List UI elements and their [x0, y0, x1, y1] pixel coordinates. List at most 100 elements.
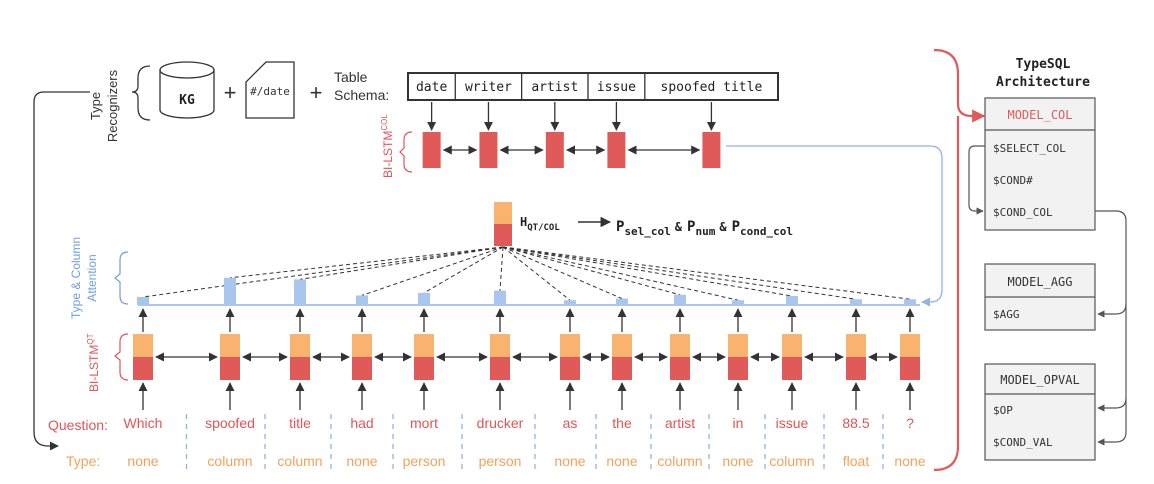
amp-1: & — [675, 220, 683, 234]
question-lstm-cell-bottom-11 — [846, 357, 866, 380]
svg-text:BI-LSTMCOL: BI-LSTMCOL — [380, 114, 395, 178]
h-label: H — [520, 215, 527, 229]
question-lstm-cell-bottom-7 — [612, 357, 632, 380]
question-token-2: title — [289, 415, 311, 431]
type-token-7: none — [606, 453, 637, 469]
plus-sign-1: + — [224, 80, 237, 105]
question-lstm-cell-bottom-8 — [670, 357, 690, 380]
model-col-row-cond-col: $COND_COL — [993, 206, 1053, 219]
column-lstm-cells — [422, 102, 721, 168]
attention-dashed-line — [502, 246, 857, 300]
type-label: Type: — [66, 453, 100, 469]
attention-bar-10 — [786, 296, 798, 305]
attention-dashed-line — [361, 246, 504, 296]
question-token-12: ? — [906, 415, 914, 431]
column-to-attention-line — [726, 145, 943, 307]
question-lstm-cell-top-4 — [414, 334, 434, 357]
question-token-11: 88.5 — [842, 415, 869, 431]
question-lstm-cell-bottom-9 — [728, 357, 748, 380]
kg-label: KG — [179, 93, 195, 108]
arch-title-line1: TypeSQL — [1016, 57, 1071, 72]
model-agg-title: MODEL_AGG — [1007, 275, 1072, 289]
question-lstm-cell-top-12 — [900, 334, 920, 357]
question-lstm-cell-bottom-5 — [490, 357, 510, 380]
attention-label: Type & Column Attention — [69, 237, 99, 319]
svg-text:HQT/COL: HQT/COL — [520, 215, 560, 233]
question-token-10: issue — [776, 415, 809, 431]
bilstm-col-bracket — [399, 131, 413, 173]
bilstm-qt-sup: QT — [86, 333, 95, 344]
column-lstm-cell-3 — [607, 132, 626, 168]
p-num-sub: num — [695, 225, 715, 238]
type-recognizers-line1: Type — [88, 92, 103, 120]
bilstm-col-sup: COL — [380, 114, 389, 131]
attention-dashed-line — [502, 246, 739, 301]
attention-bar-7 — [616, 298, 628, 305]
bilstm-qt-text: BI-LSTM — [87, 345, 101, 392]
question-lstm-cell-bottom-6 — [560, 357, 580, 380]
model-opval-box: MODEL_OPVAL $OP $COND_VAL — [984, 363, 1096, 461]
attention-dashed-lines — [142, 246, 911, 301]
bilstm-col-label: BI-LSTMCOL — [380, 114, 395, 178]
h-cell-bottom — [494, 224, 512, 246]
model-agg-box: MODEL_AGG $AGG — [984, 263, 1096, 331]
attention-bar-8 — [674, 294, 686, 305]
plus-sign-2: + — [310, 80, 323, 105]
bilstm-qt-bracket — [114, 333, 129, 381]
type-recognizers-label: Type Recognizers — [88, 69, 120, 142]
type-token-3: none — [346, 453, 377, 469]
attention-dashed-line — [499, 246, 504, 291]
attention-dashed-line — [502, 246, 623, 300]
svg-text:BI-LSTMQT: BI-LSTMQT — [86, 333, 101, 392]
question-token-8: artist — [665, 415, 695, 431]
attention-bar-9 — [732, 300, 744, 305]
question-token-6: as — [563, 415, 578, 431]
architecture-bracket — [933, 116, 960, 472]
table-schema-line2: Schema: — [334, 87, 389, 103]
type-token-6: none — [554, 453, 585, 469]
question-lstm-cell-bottom-1 — [220, 357, 240, 380]
type-token-12: none — [894, 453, 925, 469]
question-tokens: Whichnonespoofedcolumntitlecolumnhadnone… — [124, 277, 926, 472]
model-col-box: MODEL_COL $SELECT_COL $COND# $COND_COL — [984, 97, 1096, 231]
p-sel-col-sub: sel_col — [624, 225, 670, 238]
schema-table-border — [407, 72, 779, 101]
bilstm-qt-label: BI-LSTMQT — [86, 333, 101, 392]
question-token-7: the — [612, 415, 632, 431]
arch-title-line2: Architecture — [996, 75, 1090, 90]
question-lstm-cell-bottom-12 — [900, 357, 920, 380]
date-label: #/date — [250, 85, 290, 98]
type-token-0: none — [127, 453, 158, 469]
attention-dashed-line — [229, 246, 504, 279]
model-opval-row-cond-val: $COND_VAL — [993, 436, 1053, 449]
type-token-11: float — [843, 453, 870, 469]
schema-column-1: writer — [465, 80, 512, 95]
cond-col-to-op-arrow — [1097, 397, 1127, 412]
question-lstm-cell-top-0 — [133, 334, 153, 357]
h-qt-col-block: HQT/COL — [494, 202, 560, 246]
attention-bar-11 — [850, 299, 862, 305]
attention-dashed-line — [142, 246, 504, 298]
date-document-icon: #/date — [245, 61, 295, 119]
question-lstm-cell-bottom-2 — [290, 357, 310, 380]
attention-bar-12 — [904, 299, 916, 305]
model-opval-title: MODEL_OPVAL — [1000, 373, 1079, 387]
type-token-4: person — [403, 453, 446, 469]
question-token-4: mort — [410, 415, 438, 431]
prob-outputs: Psel_col&Pnum&Pcond_col — [616, 219, 793, 238]
model-opval-row-op: $OP — [993, 404, 1013, 417]
question-token-0: Which — [124, 415, 163, 431]
question-lstm-cell-top-6 — [560, 334, 580, 357]
question-token-5: drucker — [477, 415, 524, 431]
question-lstm-cell-top-1 — [220, 334, 240, 357]
question-lstm-cell-top-2 — [290, 334, 310, 357]
type-recognizers-brace — [131, 65, 151, 121]
question-lstm-cell-bottom-4 — [414, 357, 434, 380]
type-token-2: column — [277, 453, 322, 469]
column-lstm-cell-4 — [702, 132, 721, 168]
question-lstm-cell-top-8 — [670, 334, 690, 357]
attention-dashed-line — [502, 246, 681, 296]
attention-bracket — [114, 251, 129, 305]
